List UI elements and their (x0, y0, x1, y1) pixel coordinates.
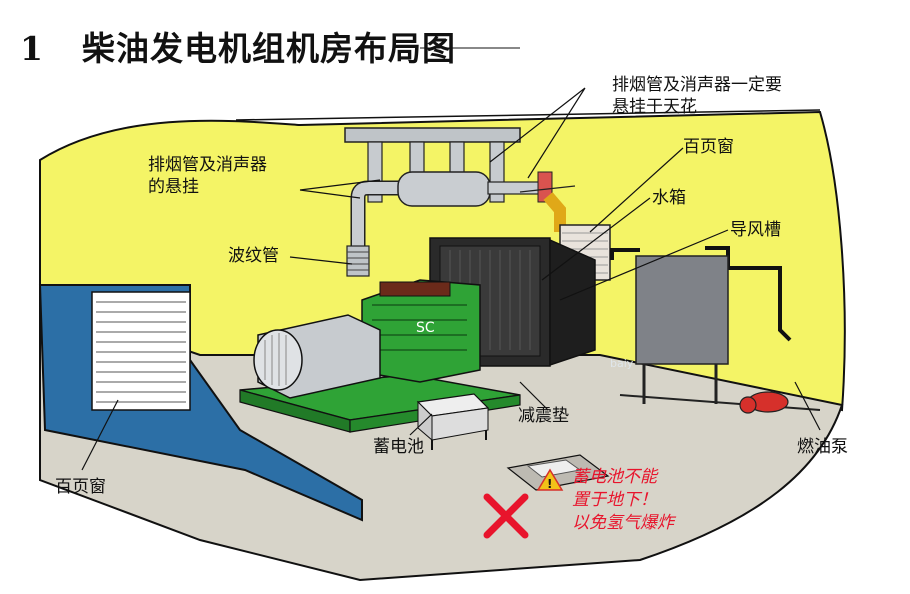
alternator (253, 314, 381, 399)
label-exhaust-ceiling: 排烟管及消声器一定要 悬挂于天花 (612, 75, 782, 117)
left-louver-window (38, 284, 363, 522)
battery-warning: 蓄电池不能 置于地下！ 以免氢气爆炸 (572, 467, 674, 533)
label-louver-right: 百页窗 (683, 137, 734, 157)
title-text: 柴油发电机组机房布局图 (82, 29, 456, 68)
label-vibration-pad: 减震垫 (518, 406, 569, 426)
title-number: 1 (20, 29, 44, 68)
label-bellows: 波纹管 (228, 246, 279, 266)
svg-text:SC: SC (416, 320, 435, 336)
label-battery: 蓄电池 (373, 437, 424, 457)
label-exhaust-hang: 排烟管及消声器 的悬挂 (148, 155, 267, 197)
label-fuel-pump: 燃油泵 (797, 437, 848, 457)
label-air-duct: 导风槽 (730, 220, 781, 240)
label-radiator: 水箱 (652, 188, 686, 208)
page-title: 1 柴油发电机组机房布局图 (20, 22, 456, 70)
fuel-pump (739, 391, 789, 414)
forbidden-x-icon (483, 493, 529, 539)
diesel-engine: SC (361, 279, 481, 383)
muffler (397, 171, 491, 207)
watermark: baiy (610, 357, 634, 370)
bellows (346, 245, 370, 277)
floor-pit (506, 454, 610, 491)
fuel-tank (610, 246, 821, 411)
callout-lines (81, 87, 821, 471)
air-duct (549, 238, 596, 367)
label-louver-left: 百页窗 (55, 477, 106, 497)
svg-text:!: ! (547, 477, 552, 491)
warning-triangle-icon: ! (536, 468, 564, 491)
exhaust-system (346, 171, 576, 277)
floor (39, 298, 844, 582)
